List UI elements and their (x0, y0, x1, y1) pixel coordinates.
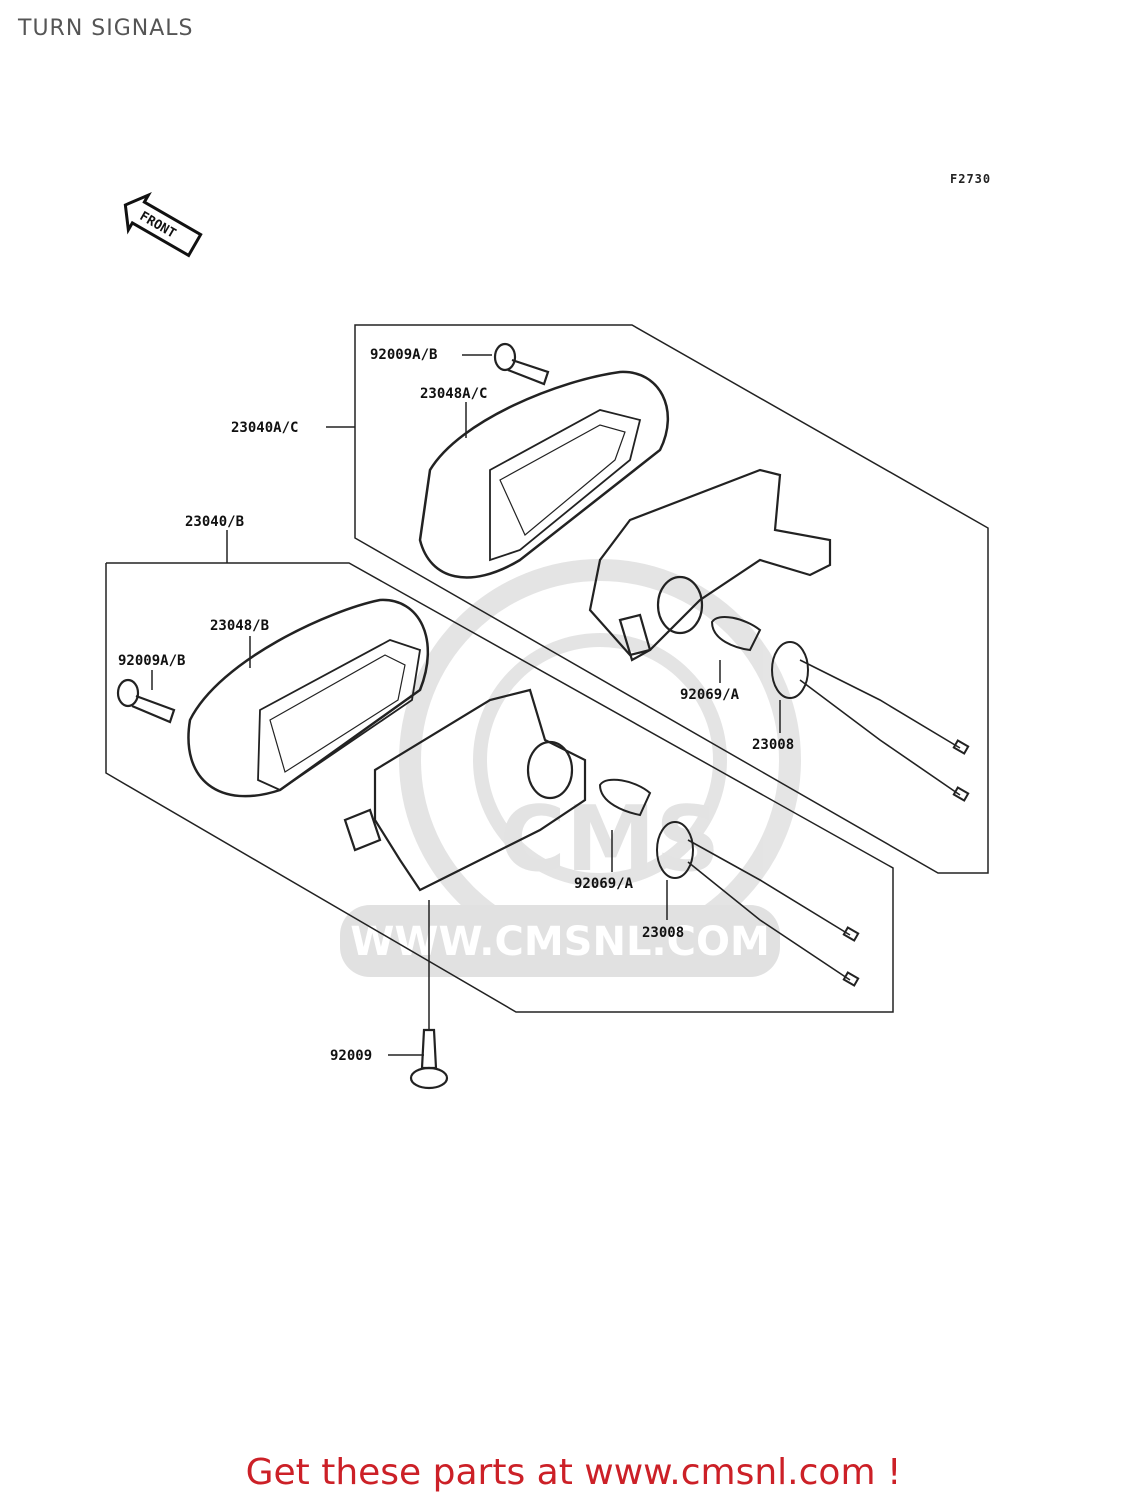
label-upper-bulb: 92069/A (680, 687, 740, 703)
leader-lines (151, 354, 781, 1056)
label-lower-socket: 23008 (642, 925, 684, 941)
figure-code: F2730 (950, 172, 992, 186)
page-title: TURN SIGNALS (18, 16, 194, 41)
label-lower-bolt: 92009A/B (118, 653, 185, 669)
upper-lens-part (418, 370, 670, 579)
watermark: WWW.CMSNL.COM CMS (340, 559, 801, 977)
upper-bulb-part (710, 615, 762, 652)
label-bottom-screw: 92009 (330, 1048, 372, 1064)
lower-housing-part (343, 688, 587, 892)
label-upper-bolt: 92009A/B (370, 347, 437, 363)
label-upper-lens: 23048A/C (420, 386, 487, 402)
label-lower-lens: 23048/B (210, 618, 269, 634)
footer-link-text[interactable]: Get these parts at www.cmsnl.com ! (245, 1452, 902, 1493)
upper-housing-part (588, 468, 832, 662)
upper-bolt-part (493, 342, 550, 386)
label-lower-bulb: 92069/A (574, 876, 634, 892)
bottom-screw-part (409, 1028, 449, 1090)
watermark-url: WWW.CMSNL.COM (350, 919, 770, 965)
label-upper-socket: 23008 (752, 737, 794, 753)
upper-assy-frame (354, 324, 989, 874)
lower-assy-frame (105, 562, 894, 1013)
upper-socket-part (771, 641, 970, 802)
lower-socket-part (656, 821, 860, 987)
label-upper-assy: 23040A/C (231, 420, 298, 436)
lower-bolt-part (116, 678, 176, 724)
label-lower-assy: 23040/B (185, 514, 244, 530)
lower-lens-part (187, 598, 430, 798)
lower-bulb-part (598, 778, 652, 817)
front-arrow-icon: FRONT (123, 192, 203, 258)
